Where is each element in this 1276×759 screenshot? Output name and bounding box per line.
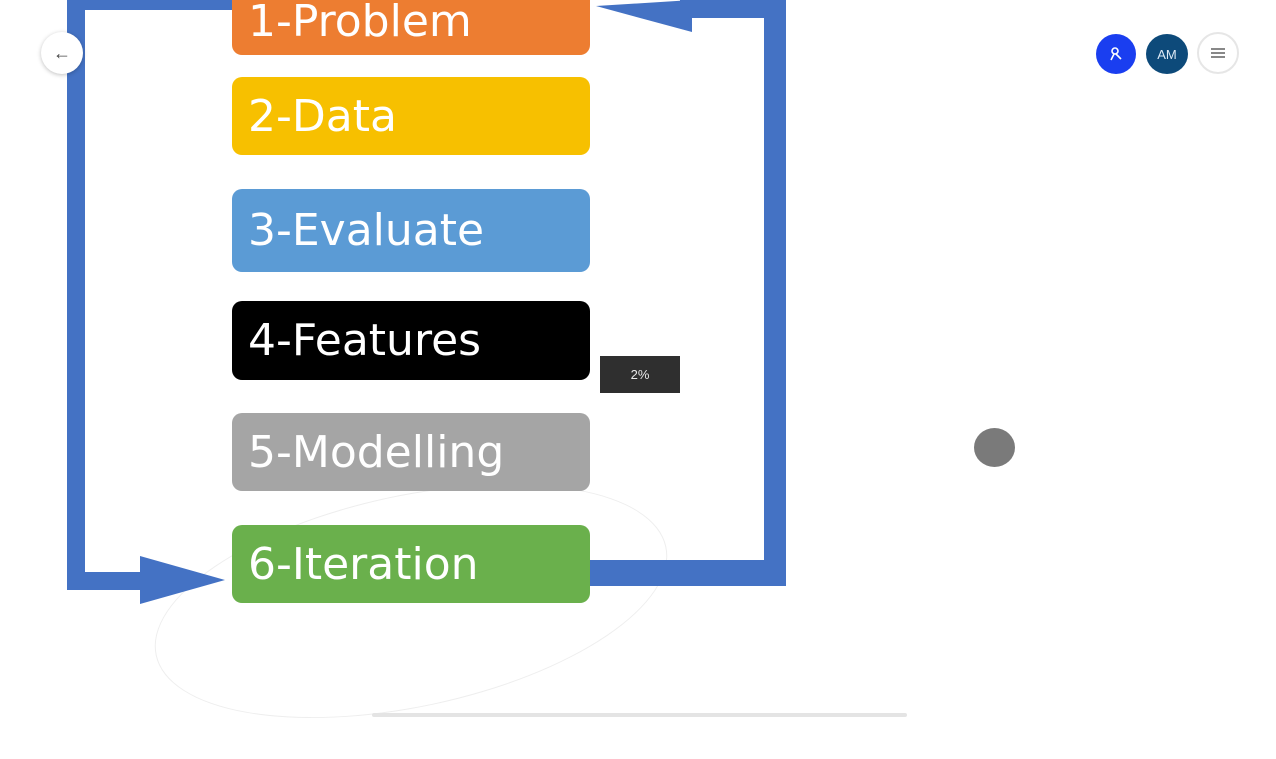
step-label: 5-Modelling	[248, 426, 505, 478]
step-label: 2-Data	[248, 90, 397, 142]
loop-top-left-horizontal	[67, 0, 237, 10]
step-iteration: 6-Iteration	[232, 525, 590, 603]
avatar-initials: AM	[1157, 46, 1177, 62]
user-avatar[interactable]: AM	[1146, 34, 1188, 74]
progress-label: 2%	[630, 367, 650, 382]
loop-left-vertical	[67, 0, 85, 590]
loading-progress-badge: 2%	[600, 356, 680, 393]
back-button[interactable]: ←	[41, 32, 83, 74]
horizontal-scrollbar[interactable]	[372, 713, 907, 717]
loop-bottom-right-horizontal	[588, 560, 786, 586]
step-problem: 1-Problem	[232, 0, 590, 55]
step-label: 3-Evaluate	[248, 205, 485, 256]
step-modelling: 5-Modelling	[232, 413, 590, 491]
presentation-slide: 1-Problem 2-Data 3-Evaluate 4-Features 5…	[67, 0, 786, 759]
person-icon	[1110, 47, 1122, 61]
step-label: 6-Iteration	[248, 538, 479, 590]
step-label: 1-Problem	[248, 0, 472, 47]
step-data: 2-Data	[232, 77, 590, 155]
loop-bottom-left-horizontal	[67, 572, 157, 590]
step-evaluate: 3-Evaluate	[232, 189, 590, 272]
arrowhead-left-icon	[596, 0, 692, 32]
loop-right-vertical	[764, 0, 786, 586]
arrowhead-right-icon	[140, 556, 225, 604]
menu-button[interactable]	[1197, 32, 1239, 74]
participant-button[interactable]	[1096, 34, 1136, 74]
hamburger-icon	[1211, 48, 1225, 58]
pointer-cursor-dot	[974, 428, 1015, 467]
step-features: 4-Features	[232, 301, 590, 380]
step-label: 4-Features	[248, 315, 482, 366]
arrow-left-icon: ←	[53, 42, 71, 63]
loop-top-right-horizontal	[680, 0, 786, 18]
